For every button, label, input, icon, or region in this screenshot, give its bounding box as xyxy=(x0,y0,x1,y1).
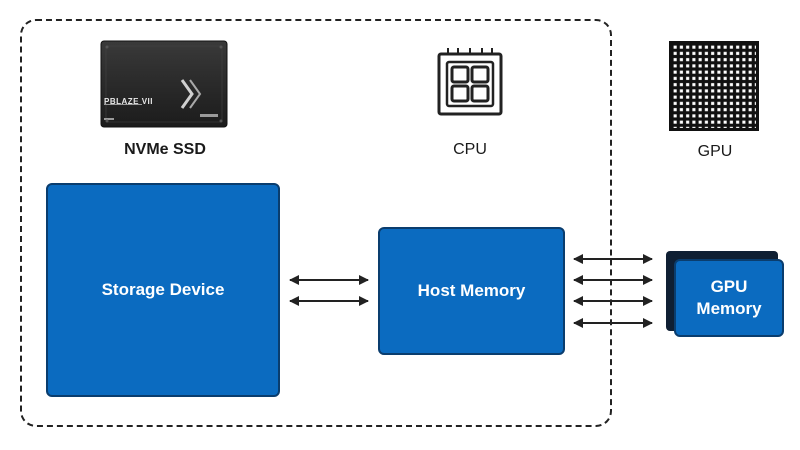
storage-device-label: Storage Device xyxy=(101,280,225,299)
cpu-caption: CPU xyxy=(453,141,487,158)
gpu-memory-node: GPU Memory xyxy=(666,251,784,337)
gpu-memory-label-line1: GPU xyxy=(710,277,748,296)
ssd-product-name: PBLAZE VII xyxy=(104,97,154,106)
ssd-icon xyxy=(100,40,228,128)
ssd-caption: NVMe SSD xyxy=(124,141,206,158)
gpu-icon xyxy=(668,40,760,132)
host-memory-label: Host Memory xyxy=(417,281,526,300)
gpu-memory-label-line2: Memory xyxy=(696,299,762,318)
host-system-boundary xyxy=(20,19,612,427)
gpu-caption: GPU xyxy=(697,143,733,160)
cpu-icon xyxy=(434,46,506,118)
storage-device-node: Storage Device xyxy=(46,183,280,397)
gpu-memory-front-layer: GPU Memory xyxy=(674,259,784,337)
host-memory-node: Host Memory xyxy=(378,227,565,355)
